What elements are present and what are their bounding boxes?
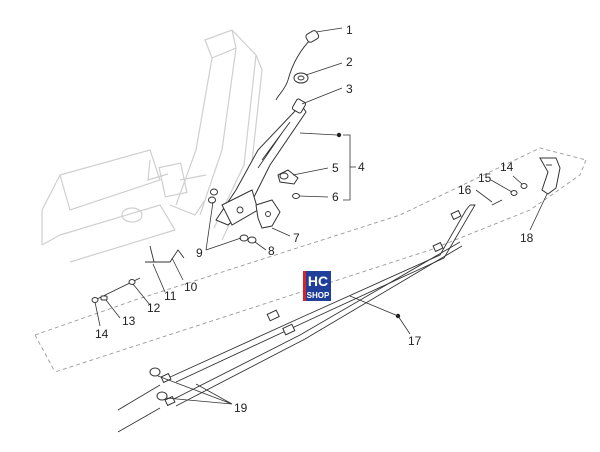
callout-10: 10: [184, 280, 198, 294]
callout-18: 18: [520, 231, 534, 245]
part-cable-fittings: [149, 367, 176, 407]
part-right-small-pieces: [491, 183, 528, 206]
callout-16: 16: [458, 183, 472, 197]
callout-7: 7: [293, 231, 300, 245]
logo-line1: HC: [308, 273, 328, 289]
callout-5: 5: [332, 161, 339, 175]
part-washers: [239, 234, 257, 244]
callout-17: 17: [408, 334, 422, 348]
leader-lines: [94, 27, 548, 405]
assembly-boundary: [34, 147, 587, 373]
callout-3: 3: [346, 82, 353, 96]
callout-12: 12: [147, 301, 161, 315]
callout-1: 1: [346, 23, 353, 37]
callout-labels: 1 2 3 4 5 6 7 8 9 10 11 12 13 14 14 15 1…: [95, 23, 534, 415]
chassis-ghost: [41, 29, 263, 263]
part-small-washer: [292, 193, 300, 199]
part-lever-rod: [275, 30, 320, 101]
callout-15: 15: [478, 171, 492, 185]
hc-shop-logo: HC SHOP: [303, 271, 331, 301]
callout-19: 19: [234, 401, 248, 415]
bracket-group-4: [299, 132, 356, 201]
part-brake-cables: [117, 204, 476, 433]
callout-14-left: 14: [95, 327, 109, 341]
callout-9: 9: [196, 246, 203, 260]
callout-4: 4: [358, 160, 365, 174]
part-frame-washers: [208, 188, 218, 204]
part-bracket: [255, 199, 281, 229]
part-nut: [293, 72, 309, 84]
callout-2: 2: [346, 55, 353, 69]
logo-line2: SHOP: [307, 291, 330, 300]
callout-11: 11: [164, 289, 177, 303]
part-left-small-pieces: [91, 245, 185, 303]
part-brake-shoe: [539, 157, 561, 195]
part-handbrake-lever: [215, 98, 307, 226]
callout-13: 13: [122, 314, 136, 328]
callout-14-right: 14: [500, 160, 514, 174]
callout-8: 8: [268, 244, 275, 258]
part-pin: [277, 169, 299, 185]
callout-6: 6: [332, 190, 339, 204]
